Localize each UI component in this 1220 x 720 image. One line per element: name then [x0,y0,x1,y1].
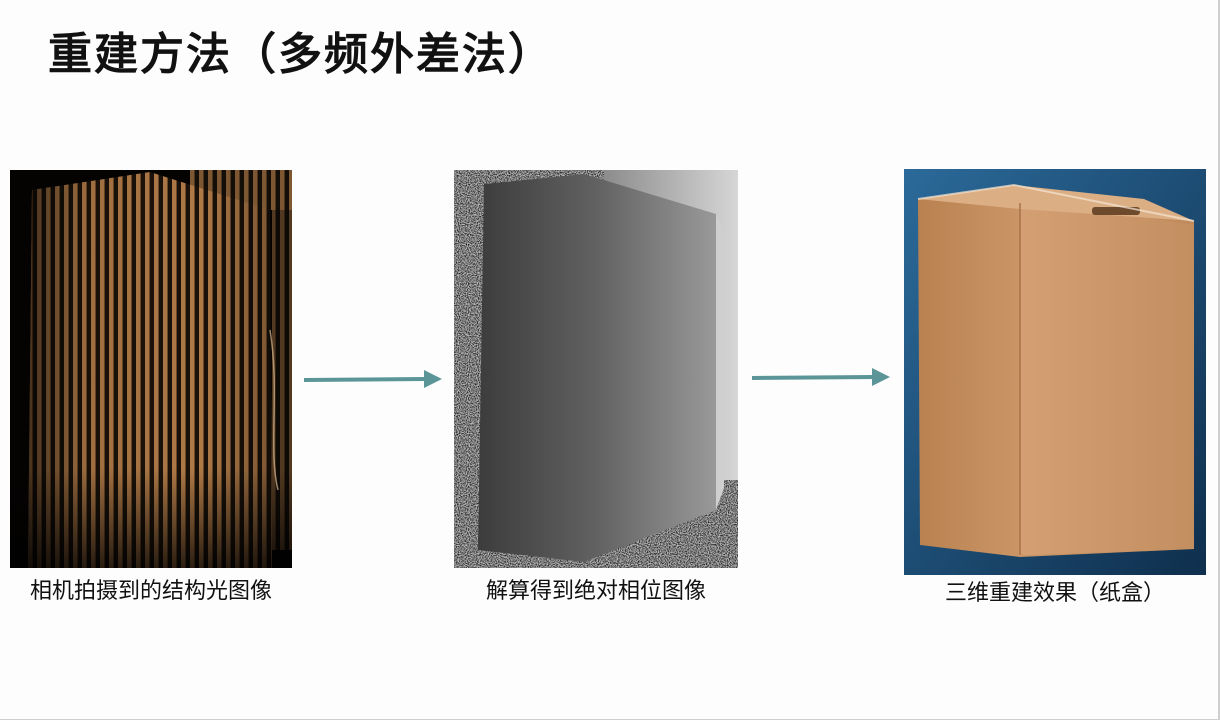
arrow-right-icon [751,368,890,386]
absolute-phase-image [454,170,738,568]
slide-title: 重建方法（多频外差法） [48,29,554,80]
reconstruction-result-image [904,169,1206,575]
structured-light-image [10,170,292,568]
structured-light-caption: 相机拍摄到的结构光图像 [29,579,272,604]
absolute-phase-caption: 解算得到绝对相位图像 [485,579,706,604]
arrow-right-icon [303,370,442,388]
reconstruction-caption: 三维重建效果（纸盒） [944,581,1165,606]
